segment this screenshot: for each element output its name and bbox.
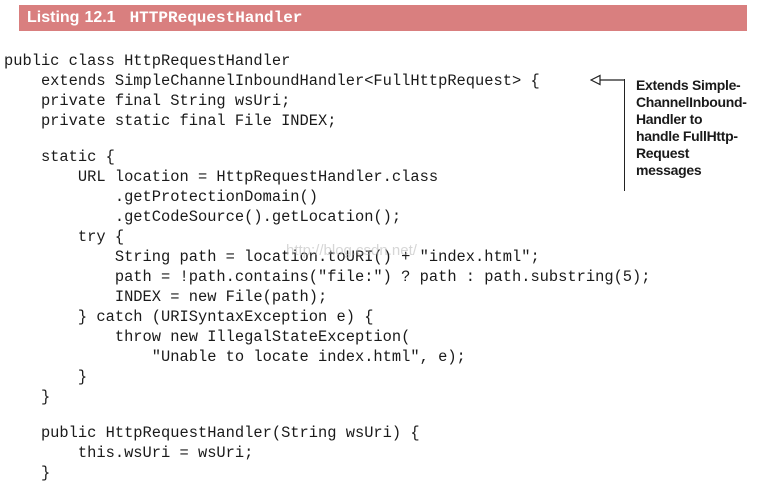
callout-line: Handler to — [636, 111, 703, 127]
code-line: path = !path.contains("file:") ? path : … — [4, 268, 651, 286]
code-line: private static final File INDEX; — [4, 112, 337, 130]
callout-annotation: Extends Simple- ChannelInbound- Handler … — [636, 77, 768, 179]
code-line: } — [4, 464, 51, 482]
code-listing: public class HttpRequestHandler extends … — [4, 51, 651, 483]
code-line: String path = location.toURI() + "index.… — [4, 248, 540, 266]
code-line: } — [4, 368, 88, 386]
code-line: this.wsUri = wsUri; — [4, 444, 254, 462]
code-line: .getCodeSource().getLocation(); — [4, 208, 402, 226]
code-line: public HttpRequestHandler(String wsUri) … — [4, 424, 420, 442]
listing-header: Listing 12.1 HTTPRequestHandler — [19, 5, 747, 31]
listing-title: HTTPRequestHandler — [129, 9, 303, 27]
callout-bracket — [624, 79, 625, 191]
callout-line: messages — [636, 162, 702, 178]
code-line: .getProtectionDomain() — [4, 188, 319, 206]
code-line: } — [4, 388, 51, 406]
code-line: public class HttpRequestHandler — [4, 52, 291, 70]
code-line: URL location = HttpRequestHandler.class — [4, 168, 439, 186]
listing-label: Listing — [27, 9, 80, 26]
code-line-blank — [4, 407, 651, 423]
code-line: "Unable to locate index.html", e); — [4, 348, 466, 366]
code-line: private final String wsUri; — [4, 92, 291, 110]
code-line: try { — [4, 228, 125, 246]
code-line: INDEX = new File(path); — [4, 288, 328, 306]
callout-line: ChannelInbound- — [636, 94, 747, 110]
code-line: throw new IllegalStateException( — [4, 328, 411, 346]
listing-number: 12.1 — [84, 9, 116, 26]
code-line: static { — [4, 148, 115, 166]
callout-line: Request — [636, 145, 690, 161]
code-line-blank — [4, 131, 651, 147]
callout-line: Extends Simple- — [636, 77, 741, 93]
callout-line: handle FullHttp- — [636, 128, 738, 144]
code-line: extends SimpleChannelInboundHandler<Full… — [4, 72, 540, 90]
callout-arrow-icon — [590, 74, 625, 86]
code-line: } catch (URISyntaxException e) { — [4, 308, 374, 326]
